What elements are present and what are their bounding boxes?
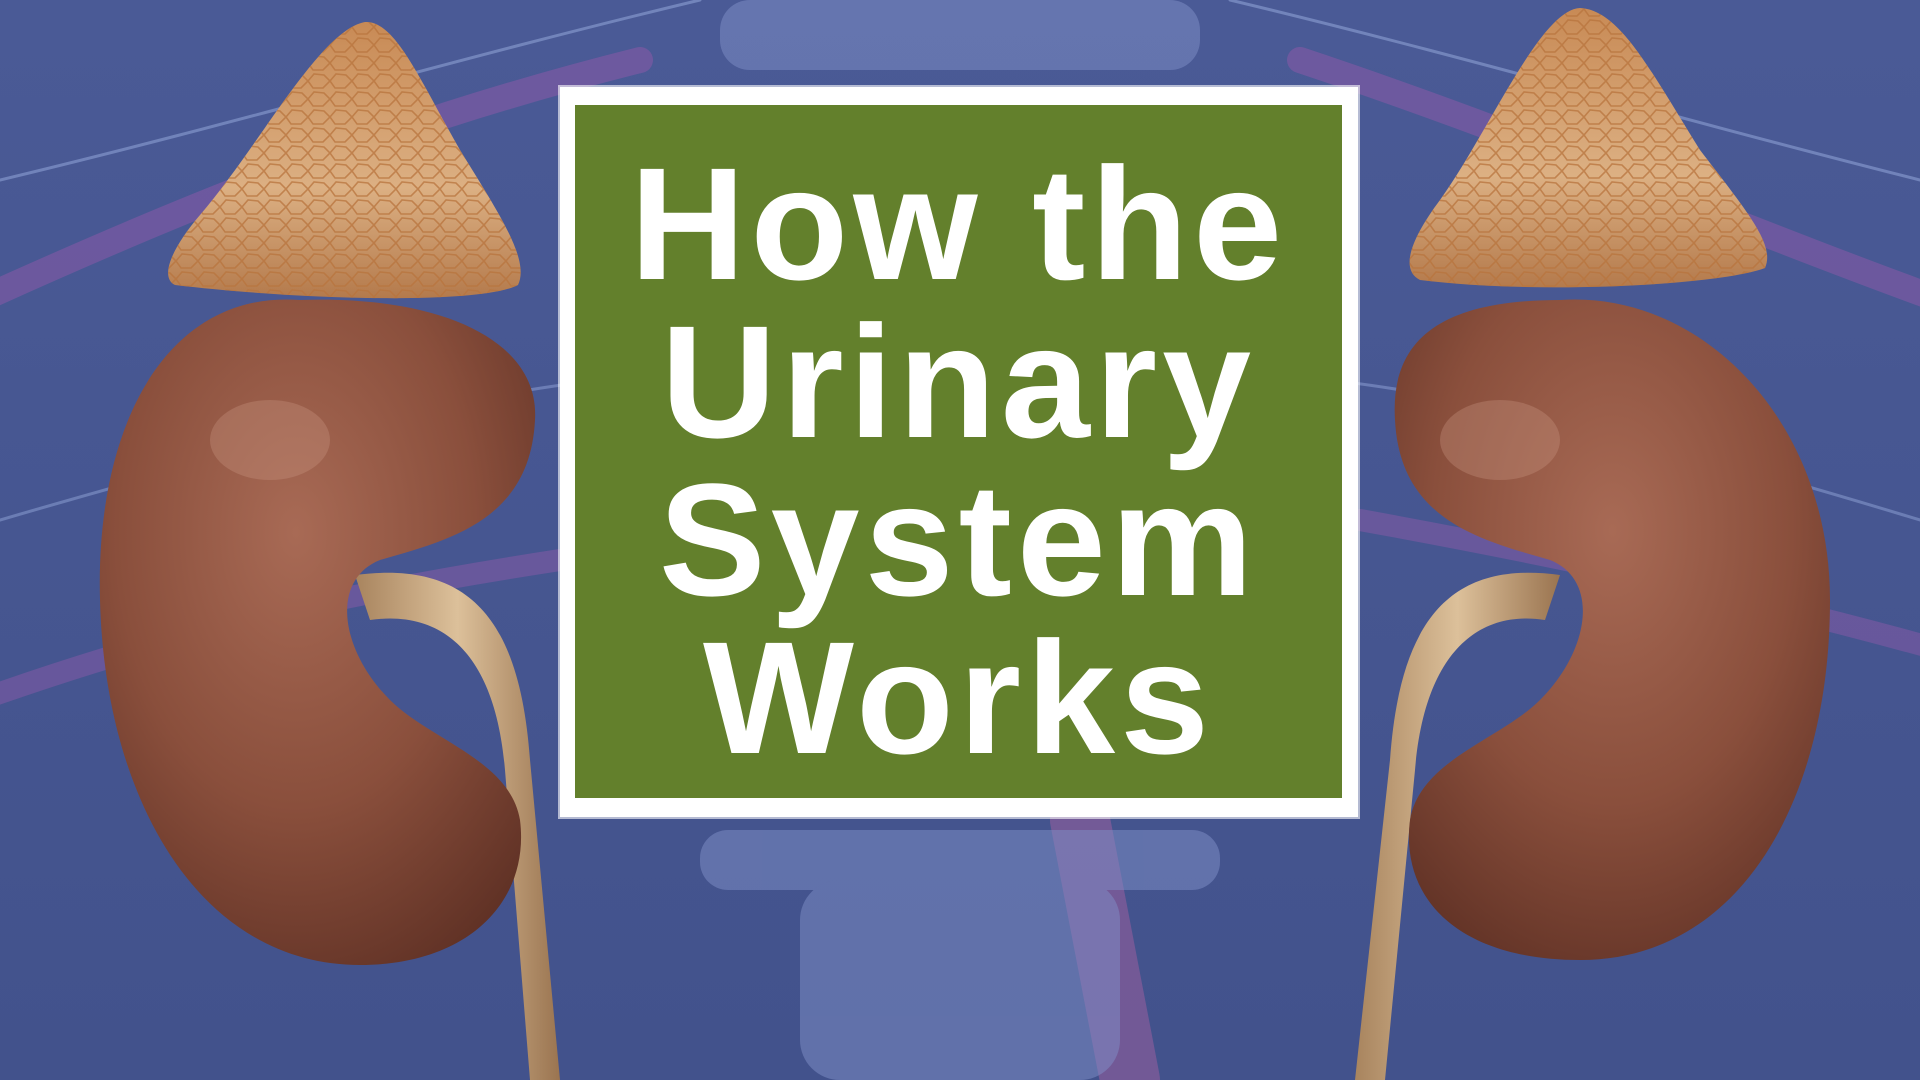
left-adrenal-texture xyxy=(168,21,521,299)
title-card: How the Urinary System Works xyxy=(560,87,1358,817)
right-kidney-highlight xyxy=(1440,400,1560,480)
right-ureter xyxy=(1355,572,1560,1080)
title-line-1: How the xyxy=(629,134,1288,313)
right-kidney xyxy=(1394,299,1830,961)
title-line-3: System xyxy=(658,450,1259,629)
title-panel: How the Urinary System Works xyxy=(575,105,1342,798)
left-kidney-highlight xyxy=(210,400,330,480)
left-kidney xyxy=(99,299,536,966)
title-line-4: Works xyxy=(702,608,1215,787)
right-adrenal-texture xyxy=(1409,8,1768,288)
spine xyxy=(700,0,1220,1080)
title-line-2: Urinary xyxy=(660,292,1257,471)
left-ureter xyxy=(355,572,560,1080)
